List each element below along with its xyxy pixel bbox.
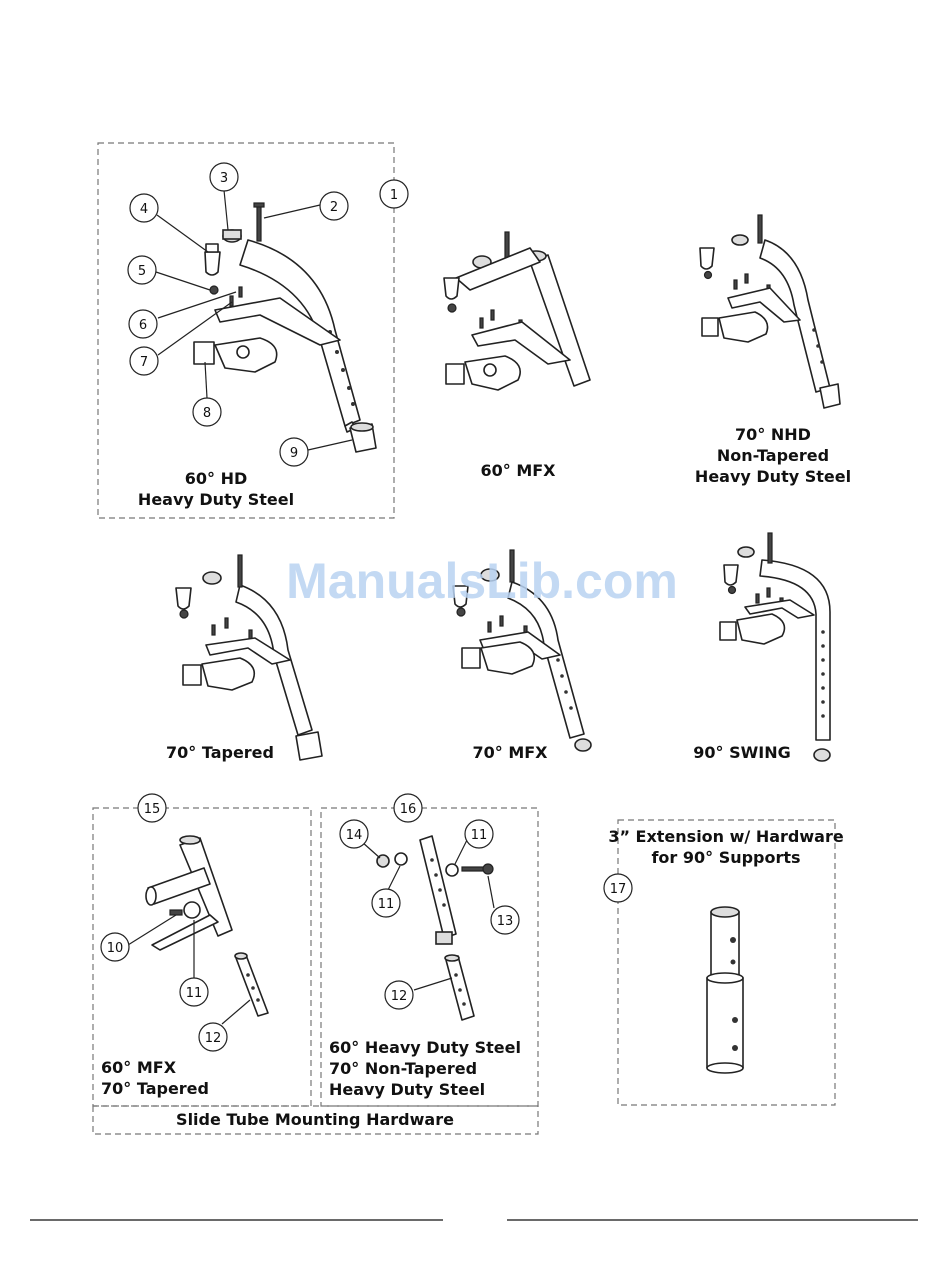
mfx70-drawing [452,549,592,752]
callout-12-box16: 12 [384,980,414,1010]
callout-7: 7 [129,346,159,376]
extension-subtitle: for 90° Supports [651,848,800,867]
box15-drawing [145,835,269,1017]
hd-assembly-frame [97,142,395,519]
svg-text:12: 12 [205,1031,222,1046]
swing90-drawing [719,532,831,762]
svg-text:17: 17 [610,882,627,897]
nhd70-drawing [699,214,841,409]
hd-subtitle: Heavy Duty Steel [138,490,294,509]
svg-text:14: 14 [346,828,363,843]
box17-frame [617,819,836,1106]
slide-tube-caption: Slide Tube Mounting Hardware [176,1110,454,1129]
callout-4: 4 [129,193,159,223]
mfx70-title: 70° MFX [472,743,548,762]
svg-text:15: 15 [144,802,161,817]
svg-text:16: 16 [400,802,417,817]
svg-text:2: 2 [330,200,338,215]
nhd70-line2: Non-Tapered [717,446,829,465]
svg-text:10: 10 [107,941,124,956]
hd-title: 60° HD [185,469,248,488]
callout-13: 13 [490,905,520,935]
box16-line1: 60° Heavy Duty Steel [329,1038,521,1057]
callout-16: 16 [393,793,423,823]
slide-tube-caption-frame [92,1105,539,1135]
callout-9: 9 [279,437,309,467]
callout-11-box16-top: 11 [464,819,494,849]
callout-11-box16: 11 [371,888,401,918]
callout-5: 5 [127,255,157,285]
svg-text:3: 3 [220,171,228,186]
box16-frame [320,807,539,1107]
watermark: ManualsLib.com [286,553,678,609]
hd-assembly-drawing [193,202,377,453]
svg-text:11: 11 [378,897,395,912]
callout-14: 14 [339,819,369,849]
callout-11-box15: 11 [179,977,209,1007]
svg-text:1: 1 [390,188,398,203]
svg-text:8: 8 [203,406,211,421]
callout-10: 10 [100,932,130,962]
svg-text:11: 11 [186,986,203,1001]
svg-text:12: 12 [391,989,408,1004]
box15-leader-lines [127,914,251,1025]
box15-frame [92,807,312,1107]
svg-text:9: 9 [290,446,298,461]
mfx60-title: 60° MFX [480,461,556,480]
extension-title: 3” Extension w/ Hardware [608,827,844,846]
nhd70-title: 70° NHD [735,425,811,444]
svg-text:5: 5 [138,264,146,279]
callout-3: 3 [209,162,239,192]
tapered70-drawing [175,554,323,761]
callout-1: 1 [379,179,409,209]
box16-leader-lines [361,837,495,991]
swing90-title: 90° SWING [693,743,790,762]
mfx60-drawing [443,231,591,391]
callout-8: 8 [192,397,222,427]
box15-line1: 60° MFX [101,1058,177,1077]
svg-text:13: 13 [497,914,514,929]
svg-text:4: 4 [140,202,148,217]
callout-6: 6 [128,309,158,339]
box15-line2: 70° Tapered [101,1079,209,1098]
hd-leader-lines [155,189,353,451]
svg-text:11: 11 [471,828,488,843]
box16-line3: Heavy Duty Steel [329,1080,485,1099]
callout-17: 17 [603,873,633,903]
svg-text:7: 7 [140,355,148,370]
svg-text:6: 6 [139,318,147,333]
callout-12-box15: 12 [198,1022,228,1052]
extension-tube-drawing [706,906,744,1074]
box16-line2: 70° Non-Tapered [329,1059,477,1078]
tapered70-title: 70° Tapered [166,743,274,762]
callout-15: 15 [137,793,167,823]
nhd70-line3: Heavy Duty Steel [695,467,851,486]
callout-2: 2 [319,191,349,221]
